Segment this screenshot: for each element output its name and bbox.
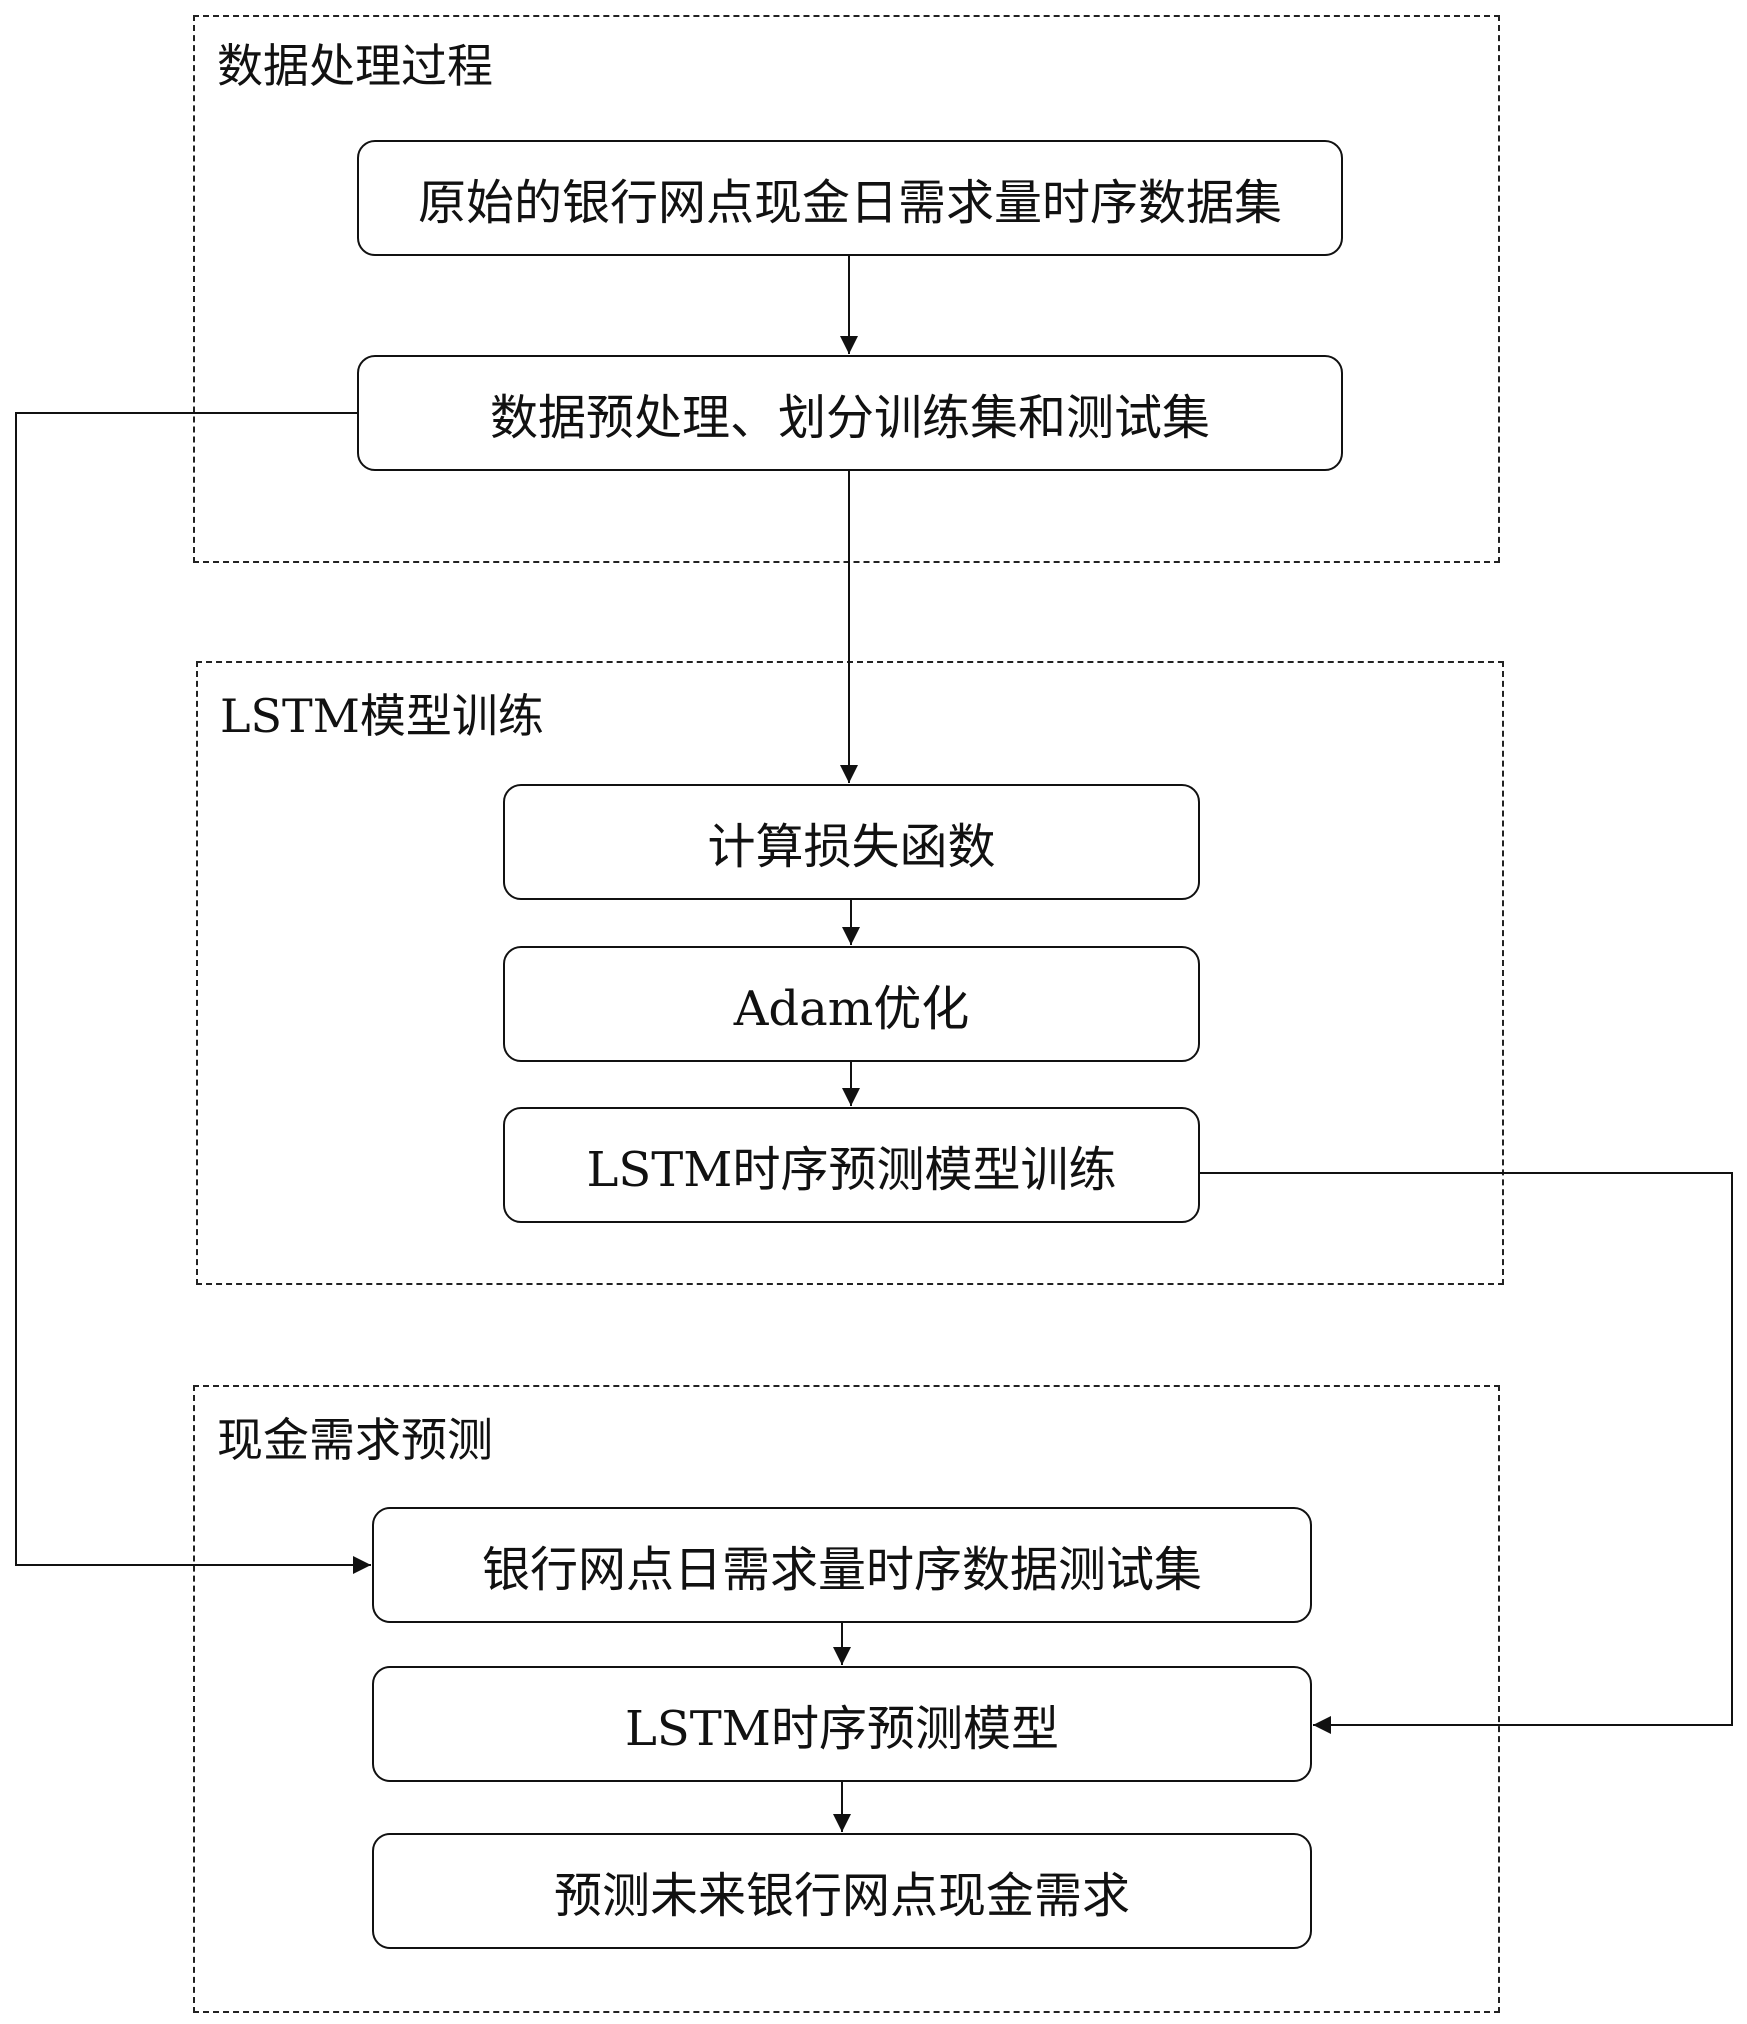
arrow-training-to-model — [1200, 1172, 1733, 1734]
node-preprocess-split: 数据预处理、划分训练集和测试集 — [357, 355, 1343, 471]
group-data-processing-title: 数据处理过程 — [217, 39, 493, 93]
node-adam-optimizer: Adam优化 — [503, 946, 1200, 1062]
group-data-processing: 数据处理过程 — [193, 15, 1500, 563]
group-lstm-training: LSTM模型训练 — [196, 661, 1504, 1285]
arrow-preprocess-to-test-dataset — [15, 412, 371, 1574]
node-test-dataset: 银行网点日需求量时序数据测试集 — [372, 1507, 1312, 1623]
group-cash-forecast: 现金需求预测 — [193, 1385, 1500, 2013]
group-lstm-training-title: LSTM模型训练 — [220, 689, 544, 743]
node-lstm-model: LSTM时序预测模型 — [372, 1666, 1312, 1782]
node-forecast-output: 预测未来银行网点现金需求 — [372, 1833, 1312, 1949]
node-raw-dataset: 原始的银行网点现金日需求量时序数据集 — [357, 140, 1343, 256]
node-loss-function: 计算损失函数 — [503, 784, 1200, 900]
group-cash-forecast-title: 现金需求预测 — [217, 1413, 493, 1467]
node-lstm-training: LSTM时序预测模型训练 — [503, 1107, 1200, 1223]
